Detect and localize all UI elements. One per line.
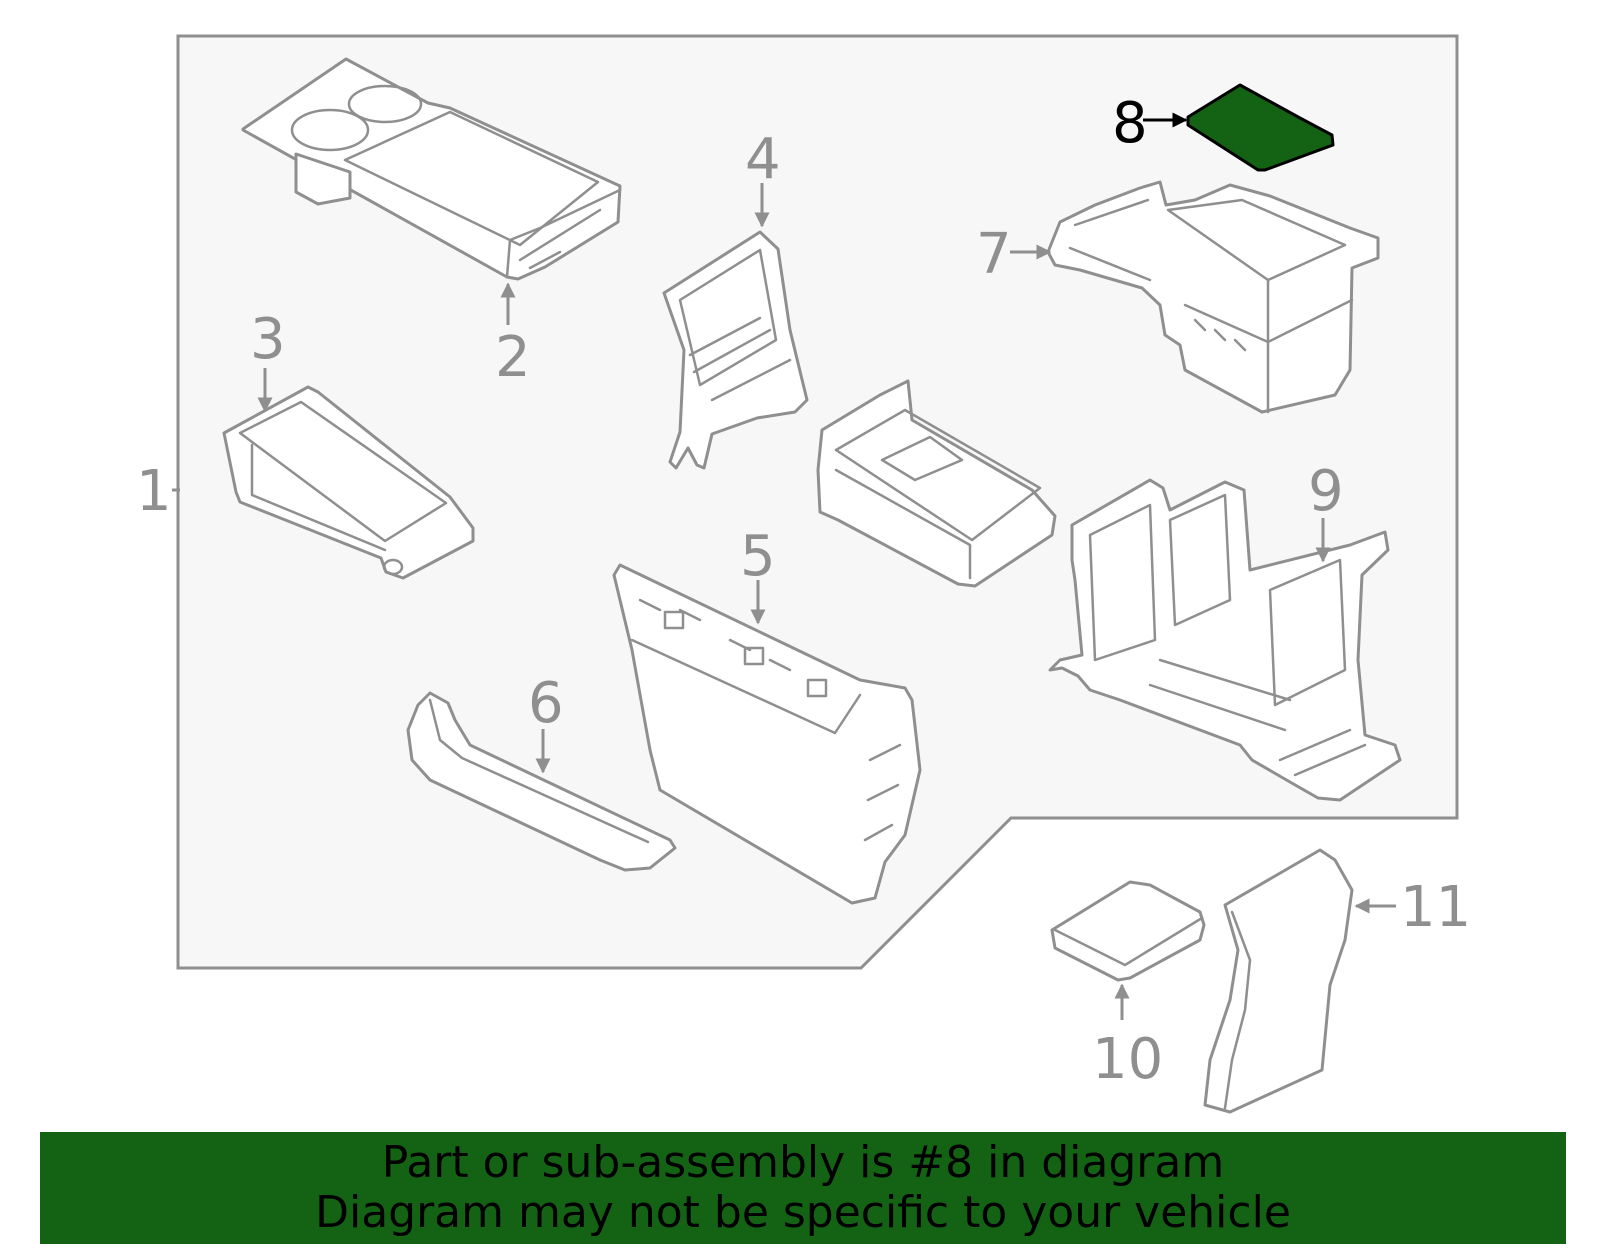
part-2-console-top[interactable] — [241, 57, 622, 281]
part-6-trim-strip[interactable] — [406, 691, 677, 872]
banner-line-part: Part or sub-assembly is #8 in diagram — [381, 1137, 1225, 1188]
part-11-side-cover[interactable] — [1203, 848, 1354, 1114]
callout-1: 1 — [136, 459, 172, 524]
part-10-pad[interactable] — [1050, 880, 1206, 982]
part-5-console-panel[interactable] — [612, 563, 922, 905]
callout-11: 11 — [1400, 875, 1471, 940]
callout-2: 2 — [495, 325, 531, 390]
part-3-storage-tray[interactable] — [222, 385, 475, 580]
part-tray-module — [816, 379, 1057, 588]
callout-6: 6 — [528, 671, 564, 736]
callout-5: 5 — [740, 524, 776, 589]
callout-9: 9 — [1308, 459, 1344, 524]
banner-background — [40, 1132, 1566, 1244]
callout-10: 10 — [1092, 1027, 1163, 1092]
banner-line-disclaimer: Diagram may not be specific to your vehi… — [315, 1187, 1291, 1238]
callout-3: 3 — [250, 307, 286, 372]
part-7-bin-frame[interactable] — [1046, 180, 1380, 414]
part-8-lid[interactable] — [1186, 83, 1335, 172]
callout-7: 7 — [976, 222, 1012, 287]
part-9-base-frame[interactable] — [1048, 478, 1402, 802]
info-banner: Part or sub-assembly is #8 in diagram Di… — [40, 1132, 1566, 1244]
part-4-bracket[interactable] — [662, 230, 809, 470]
callout-4: 4 — [745, 127, 781, 192]
callout-8: 8 — [1112, 91, 1148, 156]
